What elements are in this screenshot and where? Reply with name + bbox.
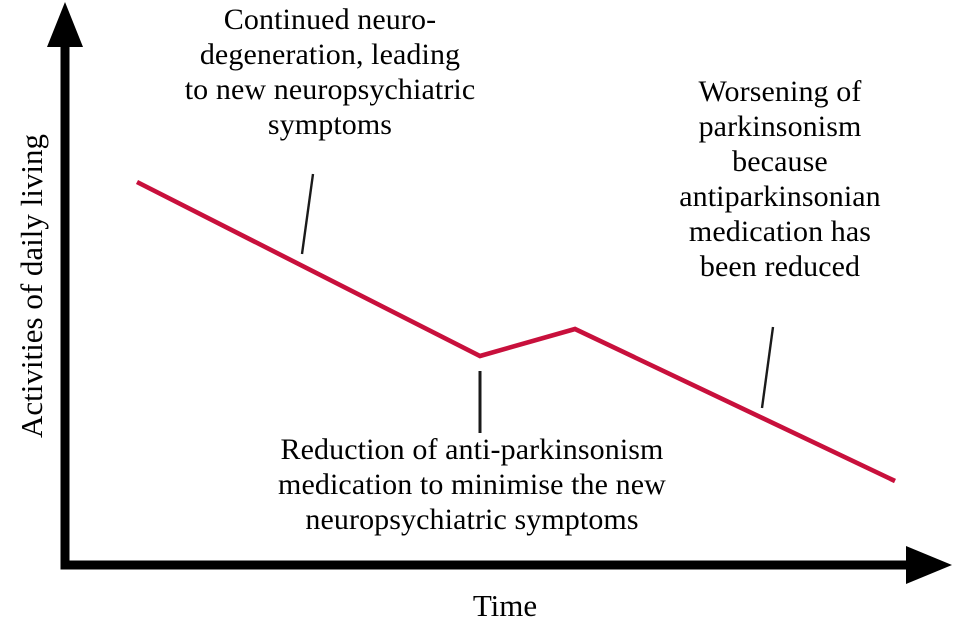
x-axis-arrowhead: [906, 546, 952, 584]
data-series-activities-of-daily-living: [135, 179, 896, 484]
decline-polyline: [135, 179, 896, 484]
leader-line-neurodegeneration: [300, 173, 315, 255]
annotation-reduction-of-medication: Reduction of anti-parkinsonism medicatio…: [278, 433, 666, 537]
annotation-worsening-parkinsonism: Worsening of parkinsonism because antipa…: [679, 75, 881, 284]
axes-group: [47, 2, 952, 584]
x-axis-line: [60, 560, 923, 570]
leader-line-worsening-parkinsonism: [760, 326, 775, 409]
annotation-continued-neurodegeneration: Continued neuro- degeneration, leading t…: [184, 3, 476, 142]
leader-lines-group: [300, 173, 775, 433]
y-axis-title: Activities of daily living: [14, 134, 49, 438]
x-axis-title: Time: [472, 588, 538, 623]
y-axis-arrowhead: [47, 2, 83, 47]
y-axis-line: [60, 26, 70, 569]
